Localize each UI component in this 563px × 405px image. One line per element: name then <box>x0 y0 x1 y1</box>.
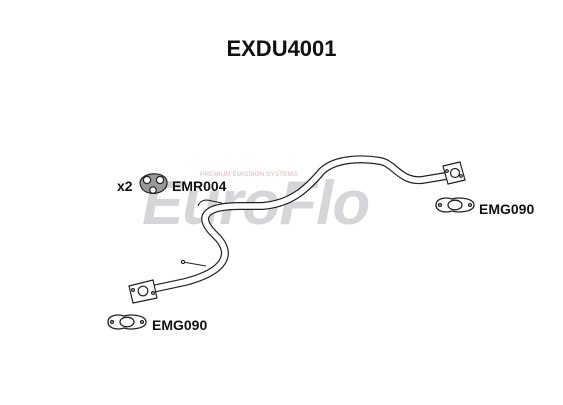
exhaust-pipe <box>139 155 462 295</box>
part-number-title: EXDU4001 <box>226 36 337 61</box>
gasket-right-part-label: EMG090 <box>479 201 535 217</box>
rubber-hanger-icon <box>139 173 168 194</box>
hanger-part-label: EMR004 <box>172 178 227 194</box>
gasket-left-part-label: EMG090 <box>152 317 208 333</box>
lower-hanger-pin <box>180 259 186 265</box>
right-pipe-flange <box>442 161 466 185</box>
pipe-hanger-brackets <box>180 199 223 267</box>
hanger-quantity: x2 <box>117 178 133 194</box>
lower-hanger-bracket <box>182 261 207 267</box>
watermark-tagline: PREMIUM EMISSION SYSTEMS <box>200 171 298 178</box>
gasket-left-icon <box>107 314 147 330</box>
left-pipe-flange <box>128 279 158 304</box>
upper-hanger-bracket <box>197 199 223 207</box>
gasket-right-icon <box>435 197 475 213</box>
